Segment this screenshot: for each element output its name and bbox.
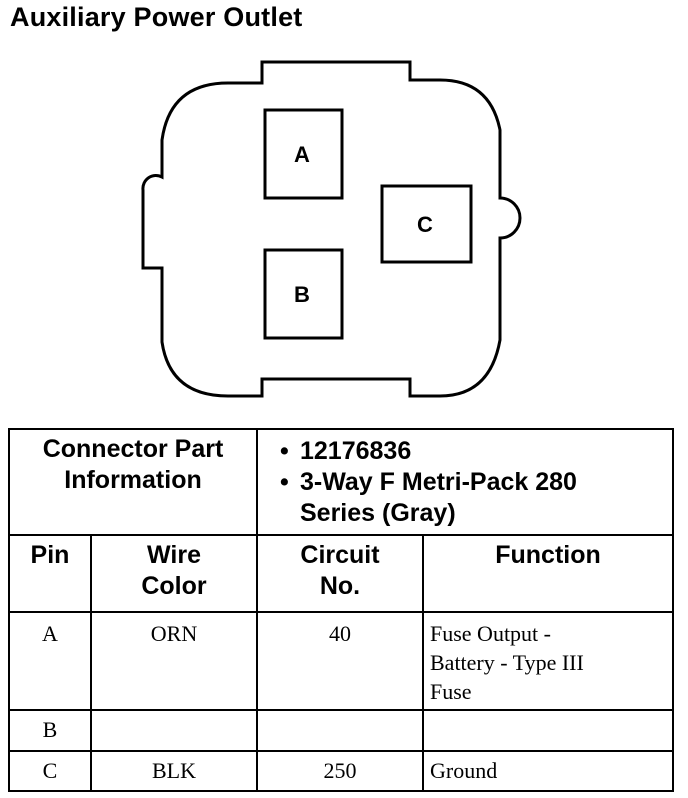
col-pin-header: Pin: [8, 533, 92, 613]
row-a-pin: A: [8, 610, 92, 712]
row-b-pin: B: [8, 709, 92, 752]
part-number: 12176836: [280, 436, 672, 467]
row-a-wire: ORN: [90, 610, 258, 712]
connector-info-table: Connector Part Information 12176836 3-Wa…: [8, 428, 674, 793]
page-title: Auxiliary Power Outlet: [10, 2, 303, 32]
row-a-function: Fuse Output - Battery - Type III Fuse: [422, 610, 674, 712]
part-info-row: Connector Part Information 12176836 3-Wa…: [8, 428, 674, 536]
pin-a-label: A: [294, 142, 310, 167]
part-description: 3-Way F Metri-Pack 280 Series (Gray): [280, 467, 672, 529]
row-c-circuit: 250: [256, 749, 424, 793]
row-a-circuit: 40: [256, 610, 424, 712]
pin-c-cavity: [380, 184, 473, 264]
table-row: B: [8, 709, 674, 752]
row-b-circuit: [256, 709, 424, 752]
row-c-function: Ground: [422, 749, 674, 793]
part-info-label: Connector Part Information: [8, 428, 258, 536]
row-c-wire: BLK: [90, 749, 258, 793]
row-c-pin: C: [8, 749, 92, 793]
row-b-wire: [90, 709, 258, 752]
pin-b-cavity: [263, 248, 344, 340]
table-row: C BLK 250 Ground: [8, 749, 674, 793]
col-function-header: Function: [422, 533, 674, 613]
pin-b-label: B: [294, 282, 310, 307]
row-b-function: [422, 709, 674, 752]
part-info-details: 12176836 3-Way F Metri-Pack 280 Series (…: [256, 428, 674, 536]
pin-c-label: C: [417, 212, 433, 237]
connector-face-diagram: A B C: [141, 60, 522, 398]
table-row: A ORN 40 Fuse Output - Battery - Type II…: [8, 610, 674, 712]
pin-a-cavity: [263, 108, 344, 200]
connector-outline: [141, 60, 522, 398]
